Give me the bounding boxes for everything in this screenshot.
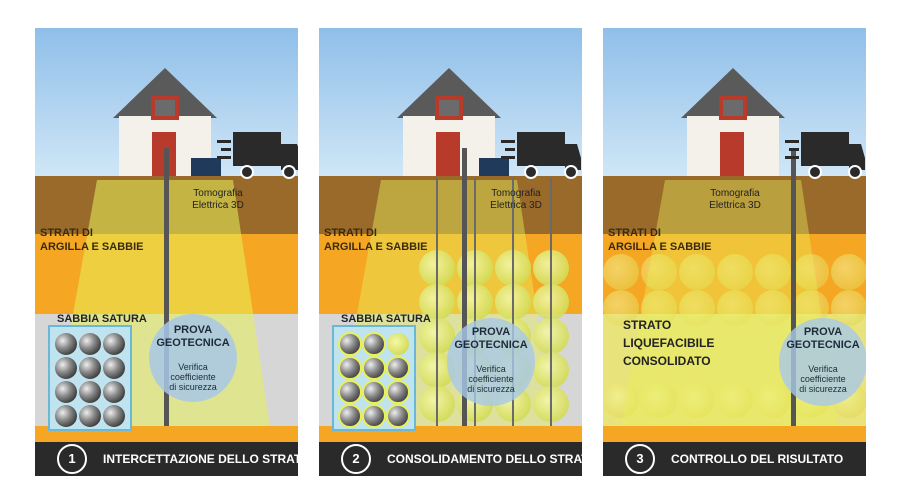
sphere-grid-1 <box>55 333 125 427</box>
probe-icon <box>164 148 169 426</box>
caption-bar-3: 3 CONTROLLO DEL RISULTATO <box>603 442 866 476</box>
truck-icon <box>785 132 865 179</box>
probe-icon <box>791 148 796 426</box>
scene-1 <box>35 28 298 442</box>
caption-bar-1: 1 INTERCETTAZIONE DELLO STRATO <box>35 442 298 476</box>
truck-icon <box>501 132 581 179</box>
truck-icon <box>217 132 298 179</box>
scene-2 <box>319 28 582 442</box>
consolidated-layer <box>603 254 866 418</box>
step-title: INTERCETTAZIONE DELLO STRATO <box>103 452 298 466</box>
probe-icon <box>462 148 467 426</box>
house-icon <box>397 68 501 176</box>
step-number: 1 <box>57 444 87 474</box>
sabbia-satura-label: SABBIA SATURA <box>341 313 431 325</box>
step-number: 3 <box>625 444 655 474</box>
sabbia-satura-label: SABBIA SATURA <box>57 313 147 325</box>
scene-3 <box>603 28 866 442</box>
prova-circle <box>447 318 535 406</box>
step-title: CONSOLIDAMENTO DELLO STRATO <box>387 452 582 466</box>
step-title: CONTROLLO DEL RISULTATO <box>671 452 844 466</box>
prova-circle <box>779 318 866 406</box>
step-number: 2 <box>341 444 371 474</box>
sphere-grid-2 <box>338 332 410 428</box>
caption-bar-2: 2 CONSOLIDAMENTO DELLO STRATO <box>319 442 582 476</box>
prova-circle <box>149 314 237 402</box>
house-icon <box>681 68 785 176</box>
